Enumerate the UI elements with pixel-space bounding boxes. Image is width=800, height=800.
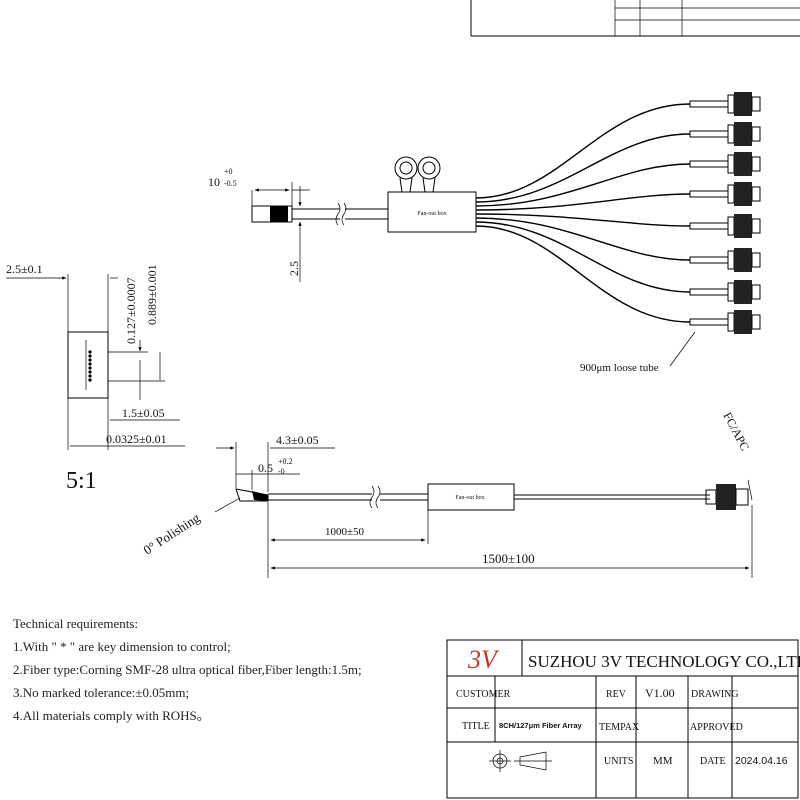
date-label: DATE (700, 756, 726, 767)
connector-6 (689, 248, 761, 272)
dim-0-5-lower: -0 (278, 467, 285, 476)
height-dim-value: 2.5 (287, 261, 301, 276)
side-view-assembly: Fan-out box FC/APC 0° Polishing 4.3±0.05… (140, 410, 753, 578)
fanout-box (387, 191, 477, 233)
dim-0-5-upper: +0.2 (278, 457, 293, 466)
rev-label: REV (606, 689, 627, 700)
connector-stack (689, 92, 761, 334)
mounting-ring-left (394, 156, 418, 180)
drawing-label: DRAWING (691, 689, 739, 700)
chip-offset-dim: 0.0325±0.01 (106, 432, 167, 446)
connector-1 (689, 92, 761, 116)
title-value: 8CH/127μm Fiber Array (499, 721, 583, 730)
date-value: 2024.04.16 (735, 755, 788, 767)
connector-type-label: FC/APC (720, 410, 752, 453)
requirement-2: 2.Fiber type:Corning SMF-28 ultra optica… (13, 662, 362, 677)
units-value: MM (653, 755, 673, 767)
chip-total-dim: 0.889±0.001 (145, 264, 159, 325)
tip-dim-tol-upper: +0 (224, 167, 233, 176)
rev-value: V1.00 (645, 686, 675, 700)
title-block: 3V SUZHOU 3V TECHNOLOGY CO.,LTD. CUSTOME… (446, 639, 800, 799)
revision-table (470, 0, 800, 37)
company-logo: 3V (467, 645, 500, 674)
length-1000: 1000±50 (325, 526, 365, 538)
customer-label: CUSTOMER (456, 689, 511, 700)
top-view-assembly: Fan-out box (208, 92, 761, 374)
requirements-heading: Technical requirements: (13, 616, 139, 631)
chip-body (67, 331, 109, 399)
dim-0-5: 0.5 (258, 461, 273, 475)
fiber-array-glue (270, 206, 288, 222)
connector-3 (689, 152, 761, 176)
approved-label: APPROVED (690, 722, 743, 733)
title-label: TITLE (462, 721, 490, 732)
fanout-box-label: Fan-out box (417, 211, 446, 217)
requirement-1: 1.With " * " are key dimension to contro… (13, 639, 231, 654)
company-name: SUZHOU 3V TECHNOLOGY CO.,LTD. (528, 652, 800, 671)
requirement-3: 3.No marked tolerance:±0.05mm; (13, 685, 190, 700)
chip-pitch-dim: 0.127±0.0007 (124, 277, 138, 344)
polishing-label: 0° Polishing (140, 510, 202, 558)
fanout-box-side (427, 483, 515, 511)
chip-width-dim: 2.5±0.1 (6, 262, 43, 276)
loose-tube-label: 900μm loose tube (580, 362, 659, 374)
fanout-box-side-label: Fan-out box (455, 495, 484, 501)
projection-symbol-icon (489, 750, 552, 772)
tip-dim-value: 10 (208, 175, 220, 189)
fc-apc-connector-side (705, 484, 749, 510)
requirement-4: 4.All materials comply with ROHS。 (13, 708, 210, 723)
break-mark (335, 202, 341, 226)
length-1500: 1500±100 (482, 551, 535, 566)
connector-7 (689, 280, 761, 304)
connector-5 (689, 214, 761, 238)
scale-label: 5:1 (66, 468, 97, 494)
connector-4 (689, 182, 761, 206)
technical-requirements: Technical requirements: 1.With " * " are… (13, 612, 433, 727)
chip-section-view: 2.5±0.1 0.127±0.0007 0.889±0.001 1.5±0.0… (6, 262, 185, 494)
tempax-label: TEMPAX (599, 722, 640, 733)
dim-4-3: 4.3±0.05 (276, 433, 319, 447)
tip-dim-tol-lower: -0.5 (224, 179, 237, 188)
units-label: UNITS (604, 756, 633, 767)
chip-depth-dim: 1.5±0.05 (122, 406, 165, 420)
connector-2 (689, 122, 761, 146)
fiber-grooves (88, 350, 92, 382)
mounting-ring-right (417, 156, 441, 180)
fanout-fibers (475, 103, 691, 323)
connector-8 (689, 310, 761, 334)
